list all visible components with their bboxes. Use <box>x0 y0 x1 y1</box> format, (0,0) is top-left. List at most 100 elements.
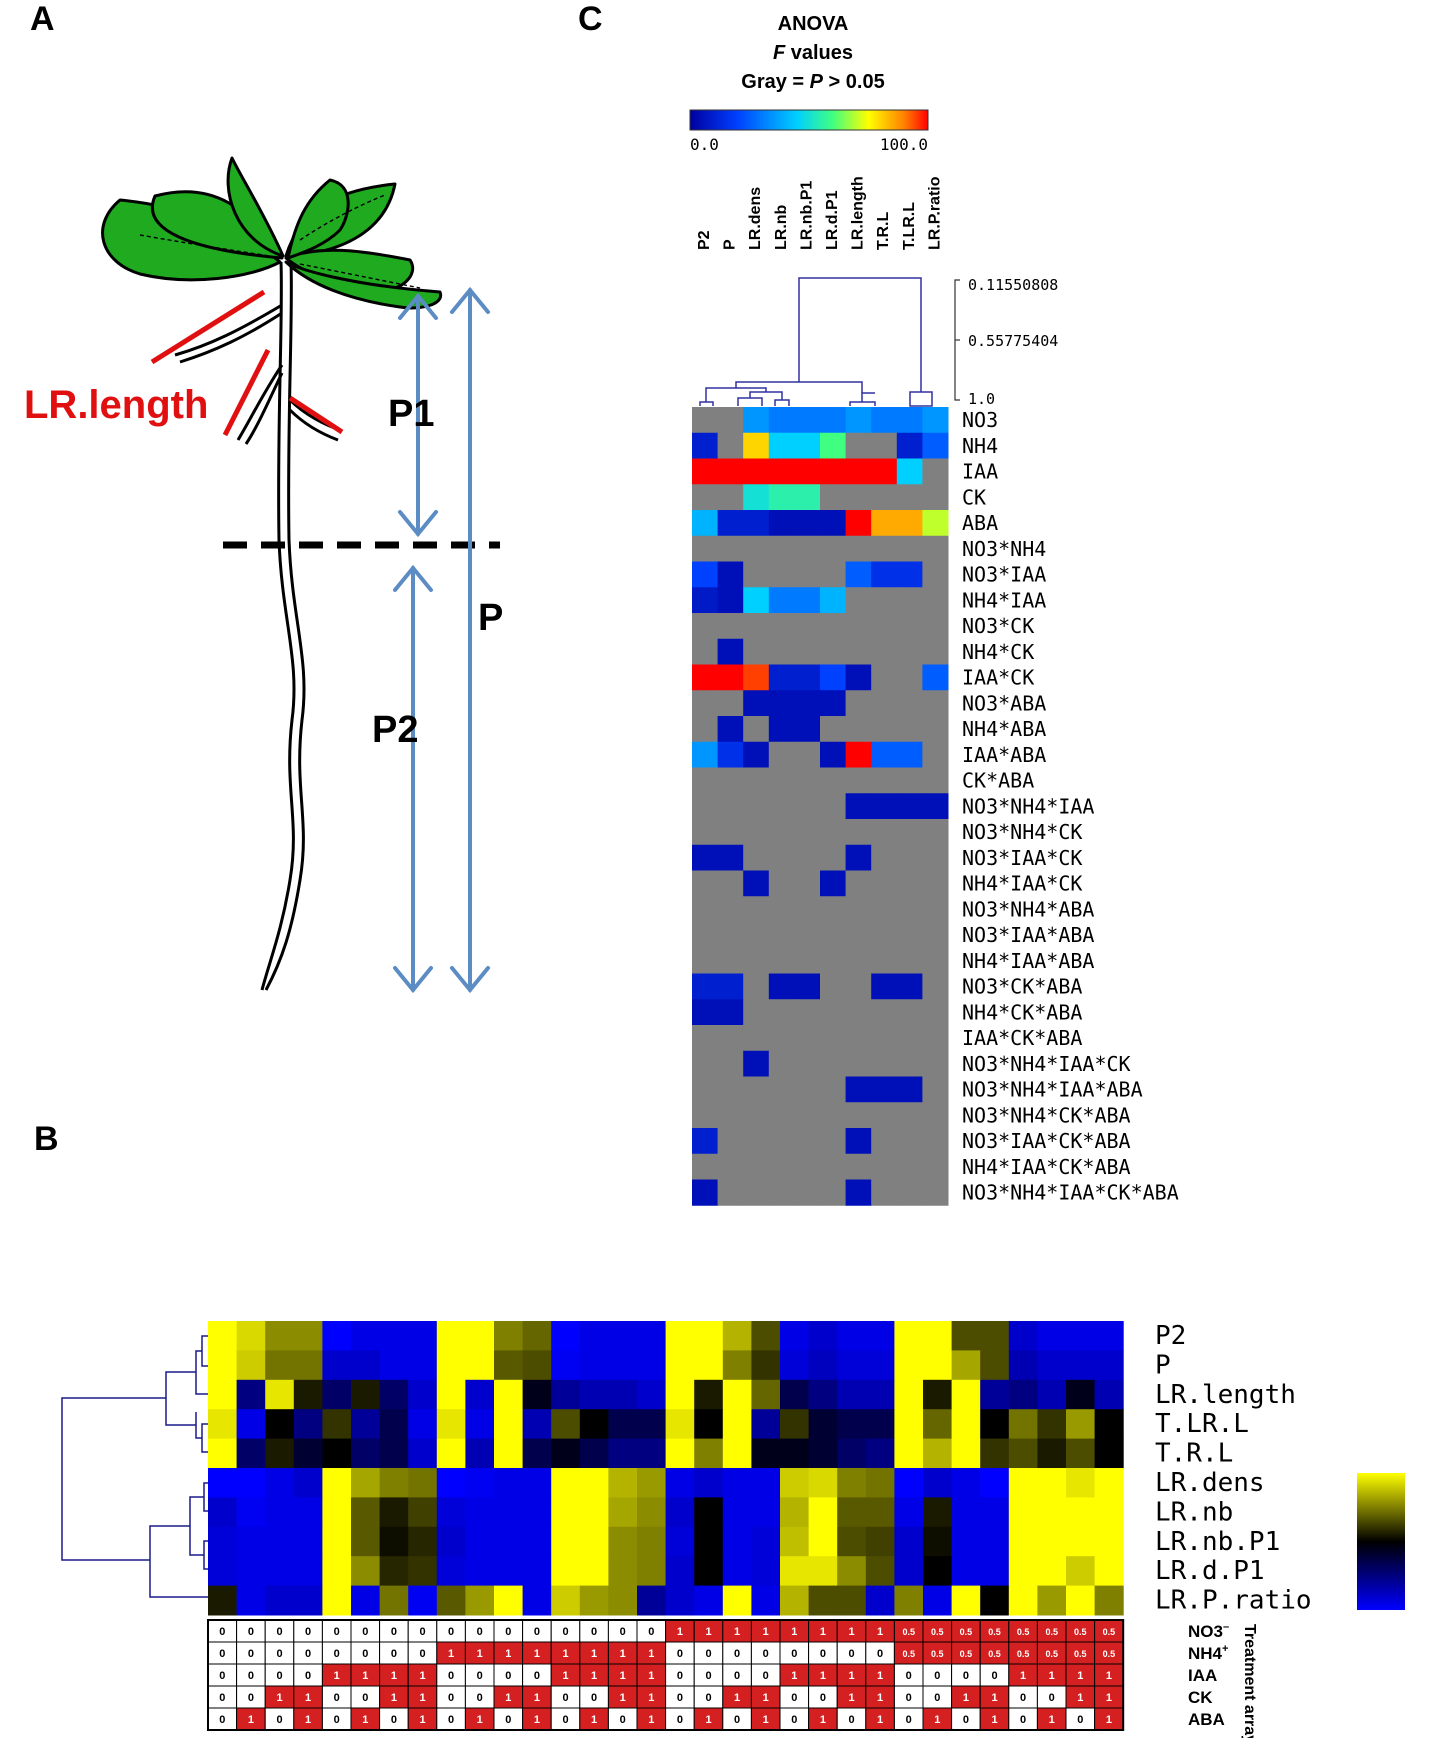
trait-cell <box>322 1321 352 1351</box>
anova-cell <box>692 741 719 768</box>
treatment-value: 0 <box>734 1648 740 1660</box>
treatment-cell <box>1036 1707 1067 1731</box>
anova-cell <box>845 844 872 871</box>
treatment-cell <box>379 1707 409 1731</box>
treatment-cell <box>1008 1641 1038 1665</box>
treatment-cell <box>865 1685 895 1709</box>
treatment-value: 1 <box>820 1670 826 1682</box>
trait-cell <box>293 1438 323 1469</box>
trait-cell <box>322 1350 352 1381</box>
treatment-cell <box>665 1663 695 1687</box>
treatment-cell <box>722 1641 752 1665</box>
trait-cell <box>208 1556 238 1587</box>
trait-cell <box>265 1409 295 1440</box>
treatment-value: 0 <box>1077 1714 1083 1726</box>
anova-row-label: NH4*CK <box>962 640 1034 664</box>
trait-cell <box>694 1526 724 1557</box>
anova-row-label: NO3*NH4 <box>962 537 1046 561</box>
treatment-cell <box>321 1619 352 1643</box>
trait-cell <box>265 1350 295 1381</box>
treatment-cell <box>722 1685 752 1709</box>
anova-column-label: LR.nb.P1 <box>798 181 815 250</box>
treatment-value: 0 <box>334 1648 340 1660</box>
trait-cell <box>293 1526 323 1557</box>
treatment-cell <box>293 1619 323 1643</box>
anova-row-label: NO3*ABA <box>962 691 1046 715</box>
anova-cell <box>896 793 923 820</box>
trait-cell <box>808 1468 838 1498</box>
treatment-cell <box>1094 1641 1124 1665</box>
trait-cell <box>694 1409 724 1440</box>
trait-cell <box>894 1468 924 1498</box>
trait-cell <box>894 1556 924 1587</box>
trait-cell <box>780 1585 810 1616</box>
anova-cell <box>820 690 847 717</box>
trait-cell <box>637 1556 667 1587</box>
treatment-cell <box>407 1619 438 1643</box>
anova-cell <box>768 819 795 846</box>
anova-cell <box>896 664 923 691</box>
treatment-cell <box>522 1685 552 1709</box>
anova-row-label: NO3*NH4*CK <box>962 820 1082 844</box>
treatment-cell <box>579 1707 609 1731</box>
treatment-cell <box>922 1641 953 1665</box>
treatment-value: 1 <box>534 1692 540 1704</box>
trait-cell <box>923 1585 953 1616</box>
treatment-value: 0 <box>677 1648 683 1660</box>
trait-cell <box>436 1321 466 1351</box>
treatment-cell <box>893 1685 924 1709</box>
treatment-value: 1 <box>848 1626 854 1638</box>
treatment-value: 1 <box>1049 1670 1055 1682</box>
treatment-value: 0 <box>763 1670 769 1682</box>
p2-label: P2 <box>372 709 418 751</box>
anova-cell <box>896 432 923 459</box>
treatment-cell <box>464 1707 495 1731</box>
trait-cell <box>694 1556 724 1587</box>
anova-column-label: LR.nb <box>773 204 790 250</box>
treatment-cell <box>693 1663 724 1687</box>
anova-cell <box>768 587 795 614</box>
treatment-value: 0.5 <box>1017 1649 1030 1659</box>
anova-cell <box>896 741 923 768</box>
treatment-cell <box>636 1641 667 1665</box>
anova-cell <box>717 741 744 768</box>
anova-cell <box>845 638 872 665</box>
trait-cell <box>1094 1497 1124 1528</box>
plant-illustration: LR.length P1 P P2 <box>24 156 503 994</box>
treatment-value: 0 <box>305 1626 311 1638</box>
anova-cell <box>717 1076 744 1103</box>
anova-cell <box>871 844 898 871</box>
treatment-cell <box>808 1619 838 1643</box>
trait-cell <box>722 1379 752 1410</box>
anova-cell <box>922 1179 949 1206</box>
treatment-cell <box>550 1641 581 1665</box>
anova-cell <box>845 870 872 897</box>
anova-cell <box>845 561 872 588</box>
trait-cell <box>551 1585 581 1616</box>
anova-cell <box>896 638 923 665</box>
treatment-cell <box>750 1685 781 1709</box>
treatment-value: 0.5 <box>1017 1627 1030 1637</box>
treatment-array-side-label: Treatment array <box>1241 1624 1258 1738</box>
trait-cell <box>865 1526 895 1557</box>
trait-cell <box>494 1526 524 1557</box>
anova-cell <box>845 973 872 1000</box>
anova-cell <box>768 844 795 871</box>
anova-cell <box>717 947 744 974</box>
trait-cell <box>894 1409 924 1440</box>
treatment-cell <box>464 1685 495 1709</box>
trait-cell <box>1037 1526 1067 1557</box>
anova-cell <box>743 741 770 768</box>
anova-cell <box>896 1102 923 1129</box>
anova-cell <box>922 664 949 691</box>
anova-cell <box>768 484 795 511</box>
treatment-value: 1 <box>877 1692 883 1704</box>
trait-cell <box>494 1556 524 1587</box>
trait-cell <box>722 1585 752 1616</box>
anova-row-label: NH4*IAA*CK*ABA <box>962 1155 1131 1179</box>
anova-cell <box>768 561 795 588</box>
trait-cell <box>722 1556 752 1587</box>
trait-cell <box>522 1321 552 1351</box>
anova-cell <box>871 407 898 434</box>
p-label: P <box>478 597 503 639</box>
